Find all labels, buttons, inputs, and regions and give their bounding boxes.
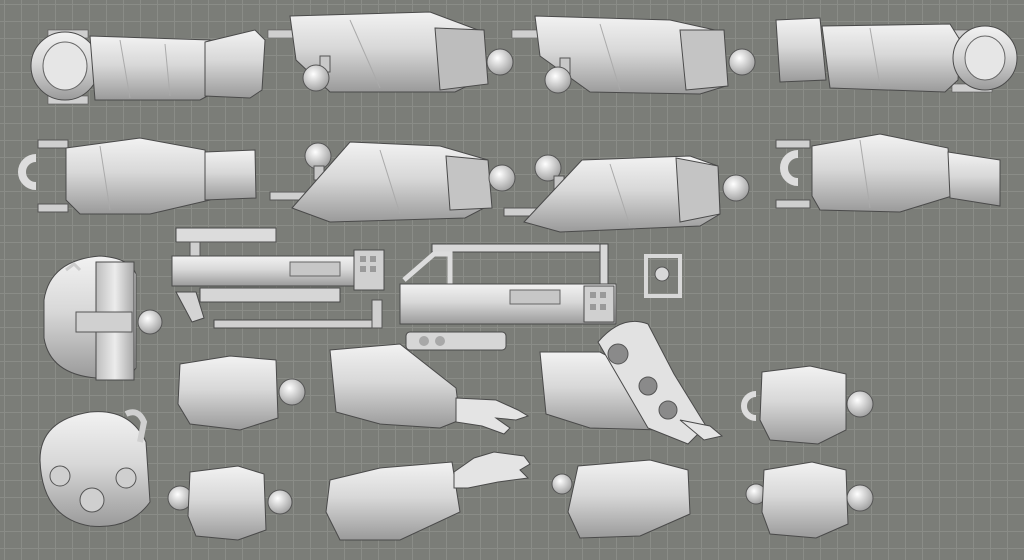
helmet-part[interactable] [43,255,163,381]
lower-leg-part-3[interactable] [745,461,874,539]
upper-arm-part-2[interactable] [741,365,874,445]
leg-part-6[interactable] [269,141,516,223]
leg-part-3[interactable] [511,15,756,95]
torso-armor-part[interactable] [39,409,151,527]
leg-part-2[interactable] [267,11,514,93]
upper-arm-part-1[interactable] [177,355,306,431]
forearm-hand-part-1[interactable] [329,343,530,435]
lower-leg-part-1[interactable] [167,465,293,541]
shoulder-mount-part[interactable] [539,320,724,445]
leg-part-4[interactable] [775,17,1018,93]
lower-leg-part-2[interactable] [551,459,691,539]
small-bracket-part[interactable] [644,254,682,298]
leg-part-1[interactable] [30,29,266,105]
laser-rifle-part-1[interactable] [171,227,385,329]
laser-rifle-part-2[interactable] [399,243,617,351]
forearm-hand-part-2[interactable] [325,451,531,541]
leg-part-5[interactable] [18,137,257,215]
leg-part-7[interactable] [503,154,750,233]
leg-part-8[interactable] [775,133,1001,213]
